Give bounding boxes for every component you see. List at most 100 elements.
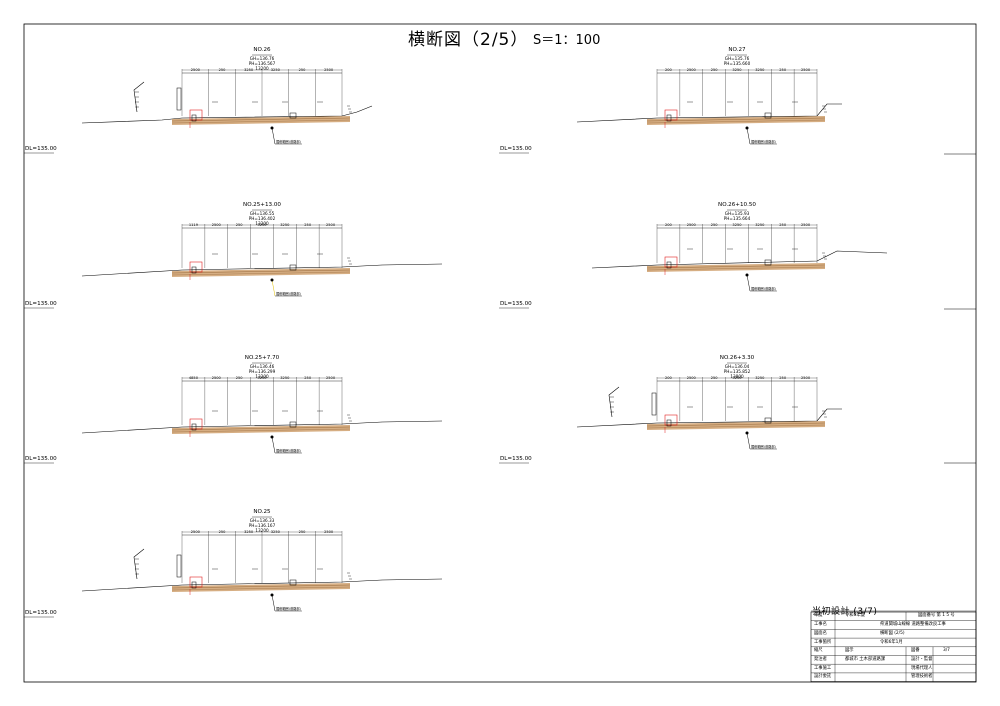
datum-label: DL=135.00 [500, 146, 532, 152]
title-block-cell: 管理技術者 [911, 674, 933, 680]
subbase-boundary [646, 119, 826, 124]
datum-label: DL=135.00 [25, 146, 57, 152]
dimension-value: 250 [779, 375, 787, 380]
cross-section-s7 [24, 516, 443, 618]
dimension-value: 2500 [324, 529, 334, 534]
fence-post [176, 554, 182, 578]
note-leader [271, 279, 276, 297]
title-block-cell: 工事施工 [814, 665, 832, 671]
dimension-value: 200 [664, 67, 672, 72]
note-dot [270, 278, 274, 282]
end-hatch [347, 257, 352, 265]
dimension-value: 2500 [190, 529, 200, 534]
gutter-right [764, 417, 772, 424]
dimension-value: 250 [710, 375, 718, 380]
excavation-note: 掘削範囲(道路部) [751, 139, 776, 144]
title-block-cell: 発注者 [814, 656, 827, 662]
fence-post [176, 87, 182, 111]
station-label: NO.25+13.00 [243, 202, 281, 208]
dimension-value: 3250 [270, 529, 280, 534]
pavement-layer [172, 425, 350, 434]
gutter-right [764, 112, 772, 119]
dimension-value: 250 [218, 67, 226, 72]
dimension-value: 2500 [211, 375, 221, 380]
title-block-cell: 図示 [845, 648, 854, 654]
gutter [666, 419, 672, 427]
gutter [666, 261, 672, 269]
end-hatch [822, 105, 827, 113]
dimension-value: 200 [664, 222, 672, 227]
station-label: NO.26 [253, 47, 271, 53]
station-label: NO.25+7.70 [244, 355, 280, 361]
dimension-value: 200 [664, 375, 672, 380]
subbase-boundary [646, 266, 826, 271]
pavement-layer [172, 268, 350, 277]
datum-label: DL=135.00 [25, 610, 57, 616]
ground-line [81, 578, 443, 592]
end-hatch [347, 105, 352, 113]
dimension-value: 250 [304, 222, 312, 227]
gutter [191, 114, 197, 122]
cross-section-s3 [24, 209, 443, 309]
cross-section-s6 [499, 362, 842, 464]
dimension-value: 3250 [732, 375, 742, 380]
total-width-label: 13200 [255, 528, 269, 533]
dimension-value: 3250 [755, 375, 765, 380]
gutter [191, 266, 197, 274]
dimension-value: 1119 [188, 222, 198, 227]
gh-label: GH=136.76 [249, 56, 275, 61]
dimension-value: 2500 [686, 67, 696, 72]
gutter-right [289, 579, 297, 586]
note-dot [270, 593, 274, 597]
gutter [191, 423, 197, 431]
note-dot [270, 435, 274, 439]
ph-label: PH=136.402 [248, 216, 276, 221]
pavement-boundary [171, 584, 351, 589]
pavement-boundary [171, 269, 351, 274]
excavation-note: 掘削範囲(道路部) [276, 448, 301, 453]
title-block-cell: 横断図 (2/5) [880, 630, 905, 636]
title-block [810, 610, 977, 682]
dimension-value: 3250 [755, 222, 765, 227]
ground-line [81, 420, 443, 434]
ph-label: PH=135.660 [723, 61, 751, 66]
title-block-cell: 工事箇所 [814, 639, 832, 645]
excavation-note: 掘削範囲(道路部) [276, 139, 301, 144]
dimension-value: 2500 [686, 222, 696, 227]
datum-label: DL=135.00 [25, 456, 57, 462]
title-block-cell: 設計委託 [814, 674, 832, 680]
excavation-note: 掘削範囲(道路部) [276, 606, 301, 611]
title-block-cell: 工事名 [814, 622, 827, 628]
cross-section-s2 [499, 54, 842, 154]
note-leader [271, 127, 276, 145]
pavement-layer [172, 583, 350, 592]
title-block-cell: 令和6年度 [845, 613, 865, 619]
dimension-value: 250 [235, 375, 243, 380]
fence-post [651, 392, 657, 416]
dimension-value: 3250 [270, 67, 280, 72]
note-leader [271, 594, 276, 612]
dimension-value: 250 [779, 67, 787, 72]
ground-line [576, 103, 842, 123]
dimension-value: 2500 [325, 222, 336, 227]
slope-wall [608, 386, 620, 418]
gh-label: GH=136.04 [724, 364, 750, 369]
gh-label: GH=136.55 [249, 211, 275, 216]
note-dot [745, 431, 749, 435]
subbase-boundary [171, 271, 351, 276]
datum-label: DL=135.00 [500, 456, 532, 462]
cross-section-s5 [24, 362, 443, 464]
subbase-boundary [171, 119, 351, 124]
dimension-value: 3250 [280, 375, 290, 380]
dimension-value: 3250 [244, 67, 254, 72]
end-hatch [822, 252, 827, 260]
gutter [666, 114, 672, 122]
title-block-cell: 県道関城山線線 道路整備改良工事 [880, 622, 946, 628]
gh-label: GH=136.46 [249, 364, 275, 369]
cross-section-s4 [499, 209, 888, 309]
subbase-boundary [646, 424, 826, 429]
note-dot [745, 126, 749, 130]
pavement-layer [172, 116, 350, 125]
note-leader [746, 127, 751, 145]
title-block-cell: 縮尺 [814, 648, 823, 654]
